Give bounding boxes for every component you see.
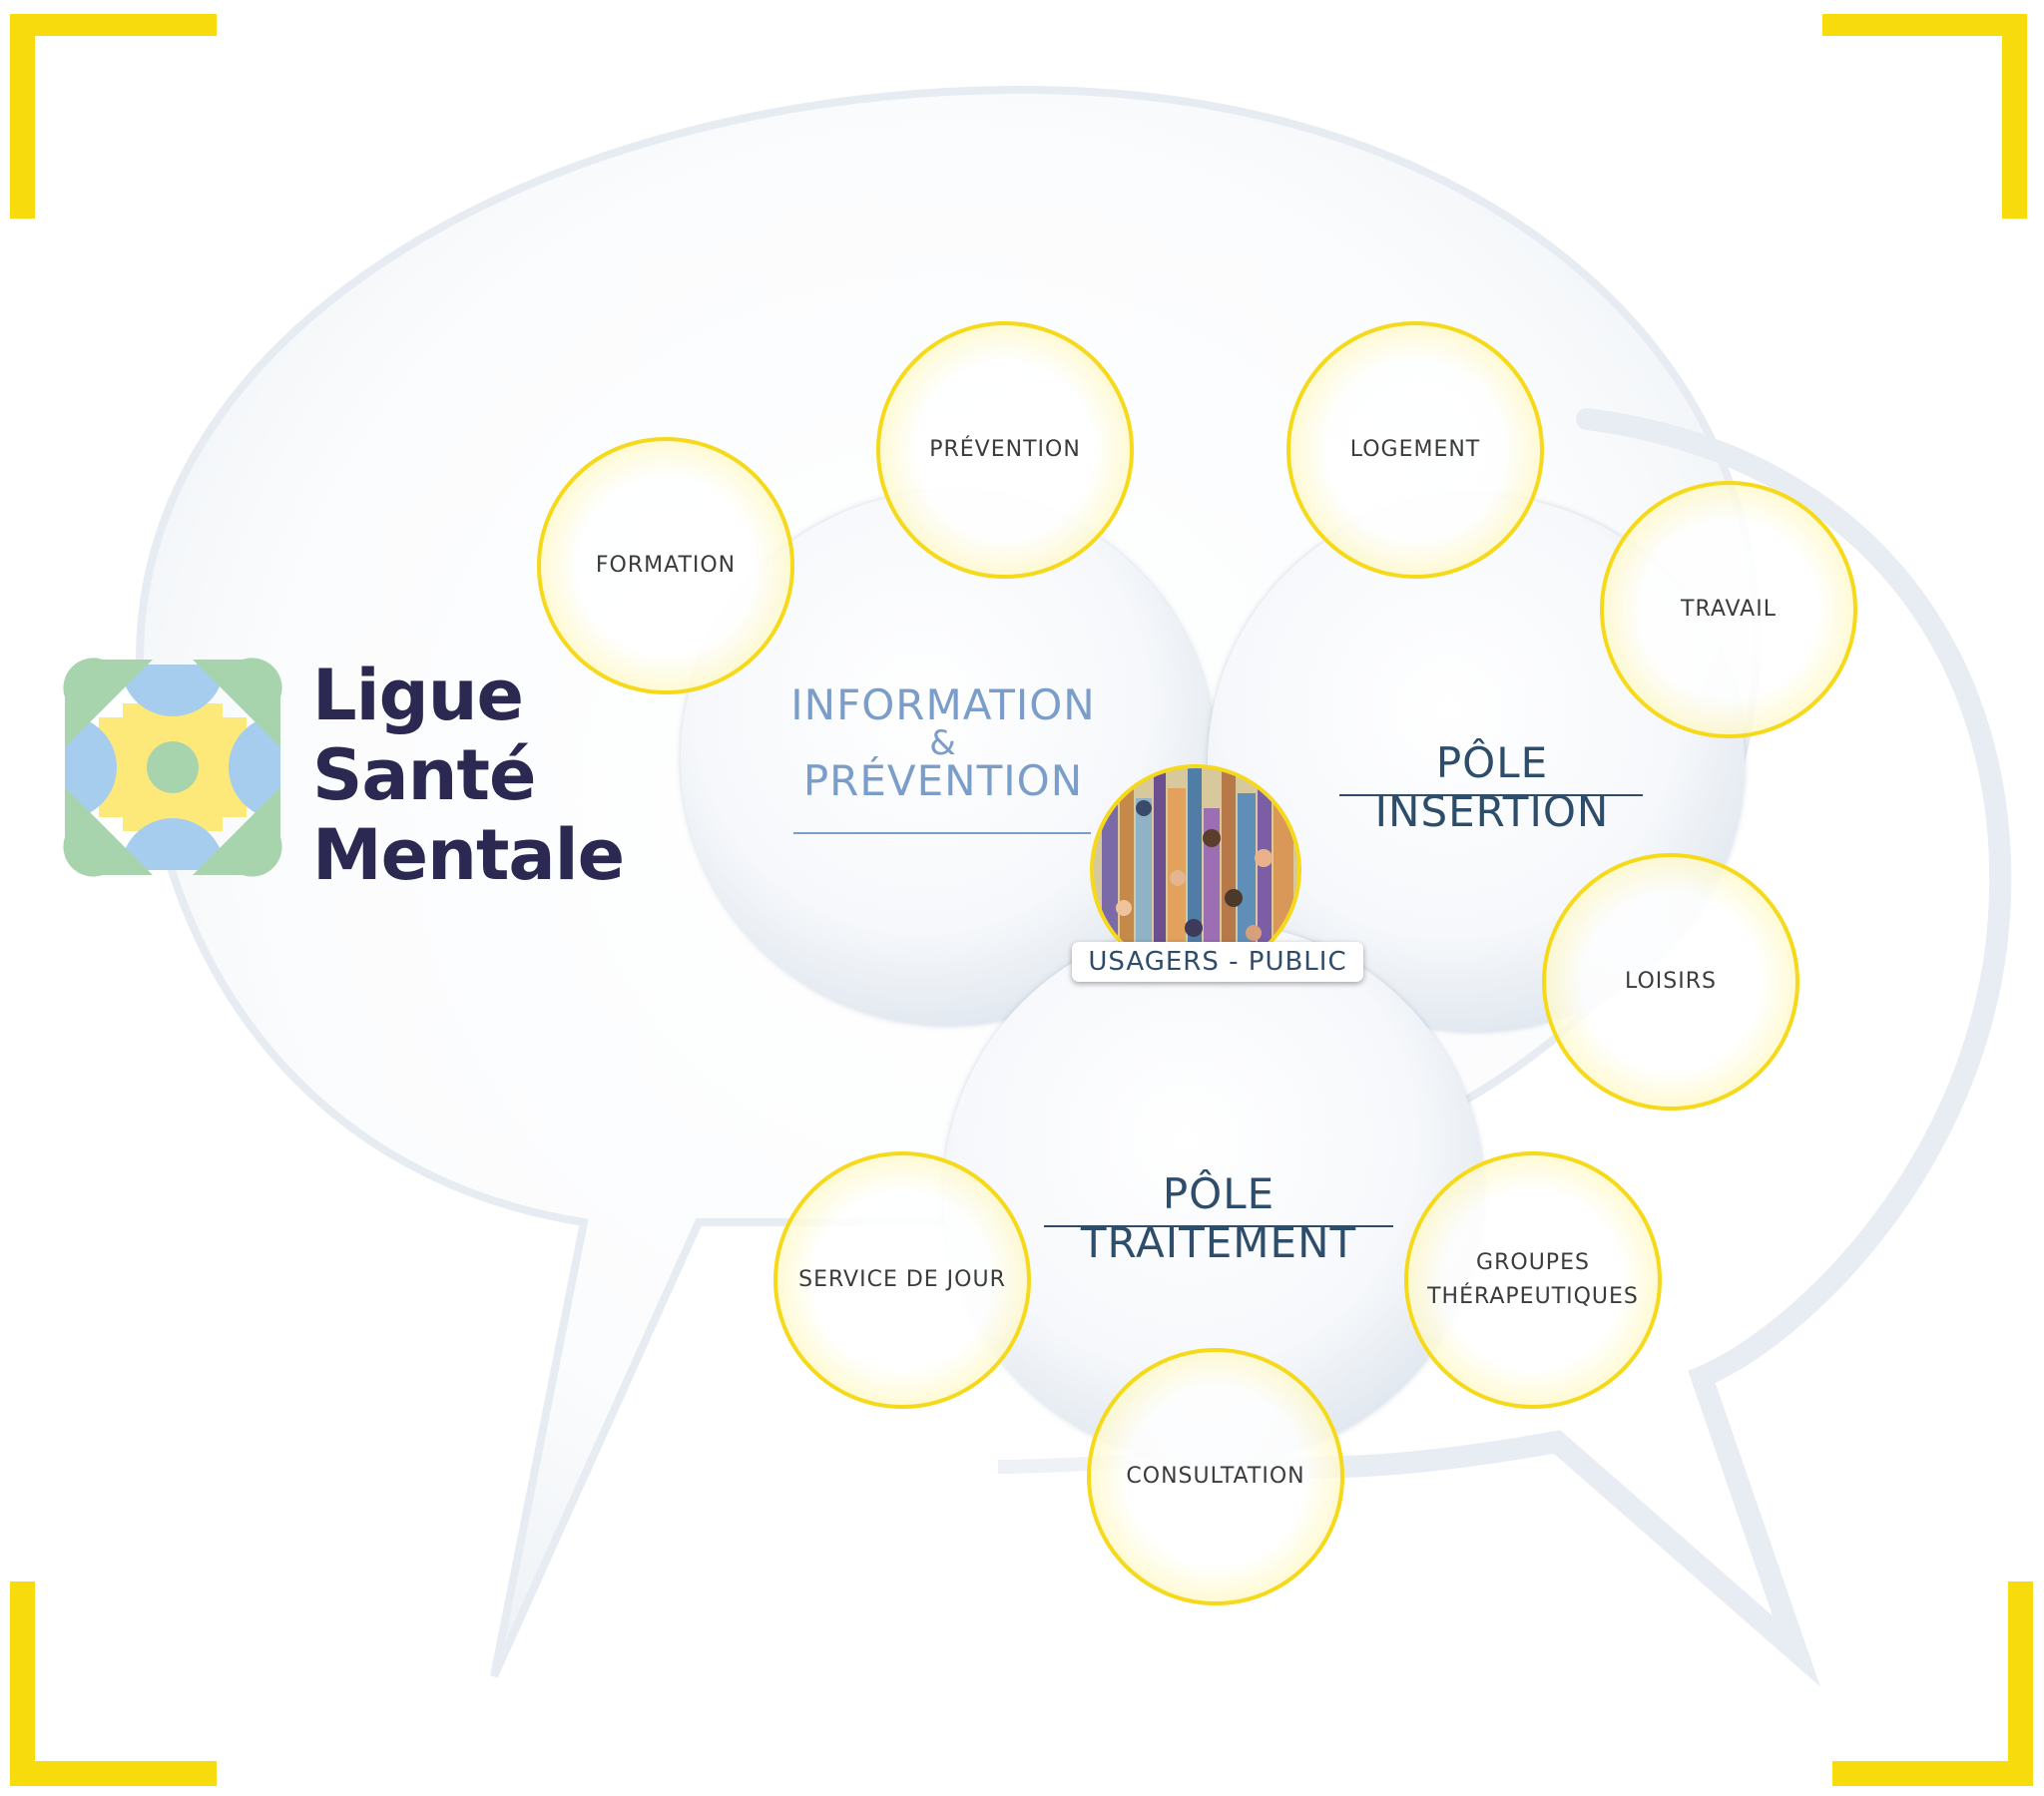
- pole-insertion-title: PÔLE INSERTION: [1374, 738, 1610, 836]
- node-travail: TRAVAIL: [1600, 481, 1857, 738]
- speech-bubble-right: [1167, 408, 2012, 1687]
- node-formation: FORMATION: [537, 437, 794, 694]
- brand-word-sante: Santé: [312, 734, 536, 816]
- node-groupes-line2: THÉRAPEUTIQUES: [1427, 1284, 1639, 1309]
- node-logement: LOGEMENT: [1286, 321, 1544, 579]
- pole-information-line1: INFORMATION: [790, 680, 1096, 729]
- pole-traitement-underline: [1044, 1225, 1393, 1227]
- corner-bracket-top-left-v: [10, 14, 35, 219]
- node-prevention: PRÉVENTION: [876, 321, 1134, 579]
- corner-bracket-bottom-left-h: [10, 1761, 217, 1786]
- node-groupes-therapeutiques-label: GROUPES THÉRAPEUTIQUES: [1427, 1246, 1639, 1314]
- pole-traitement-title: PÔLE TRAITEMENT: [1080, 1169, 1357, 1267]
- pole-information-underline: [793, 832, 1091, 834]
- node-consultation-label: CONSULTATION: [1126, 1464, 1305, 1489]
- node-groupes-therapeutiques: GROUPES THÉRAPEUTIQUES: [1404, 1151, 1662, 1409]
- usagers-painting-image: [1090, 764, 1301, 976]
- corner-bracket-top-right-v: [2002, 14, 2027, 219]
- pole-information-line2: &: [929, 723, 957, 763]
- node-travail-label: TRAVAIL: [1681, 597, 1777, 622]
- node-formation-label: FORMATION: [595, 553, 737, 578]
- corner-bracket-top-right-h: [1822, 14, 2027, 36]
- pole-insertion-underline: [1339, 794, 1643, 796]
- corner-bracket-bottom-right-v: [2008, 1581, 2033, 1786]
- node-logement-label: LOGEMENT: [1349, 437, 1481, 462]
- node-service-de-jour-label: SERVICE DE JOUR: [798, 1267, 1006, 1292]
- brand-word-ligue: Ligue: [312, 655, 524, 736]
- corner-bracket-top-left-h: [10, 14, 217, 36]
- node-loisirs: LOISIRS: [1542, 853, 1799, 1111]
- brand-word-mentale: Mentale: [312, 814, 625, 896]
- node-service-de-jour: SERVICE DE JOUR: [773, 1151, 1031, 1409]
- node-loisirs-label: LOISIRS: [1625, 969, 1717, 994]
- pole-information-title: INFORMATION & PRÉVENTION: [764, 680, 1123, 805]
- corner-bracket-bottom-left-v: [10, 1581, 35, 1786]
- node-consultation: CONSULTATION: [1087, 1348, 1344, 1605]
- usagers-public-label: USAGERS - PUBLIC: [1072, 942, 1363, 982]
- node-prevention-label: PRÉVENTION: [929, 437, 1081, 462]
- node-groupes-line1: GROUPES: [1476, 1250, 1590, 1275]
- corner-bracket-bottom-right-h: [1832, 1761, 2033, 1786]
- logo-mark: [63, 658, 282, 877]
- pole-information-line3: PRÉVENTION: [802, 756, 1084, 805]
